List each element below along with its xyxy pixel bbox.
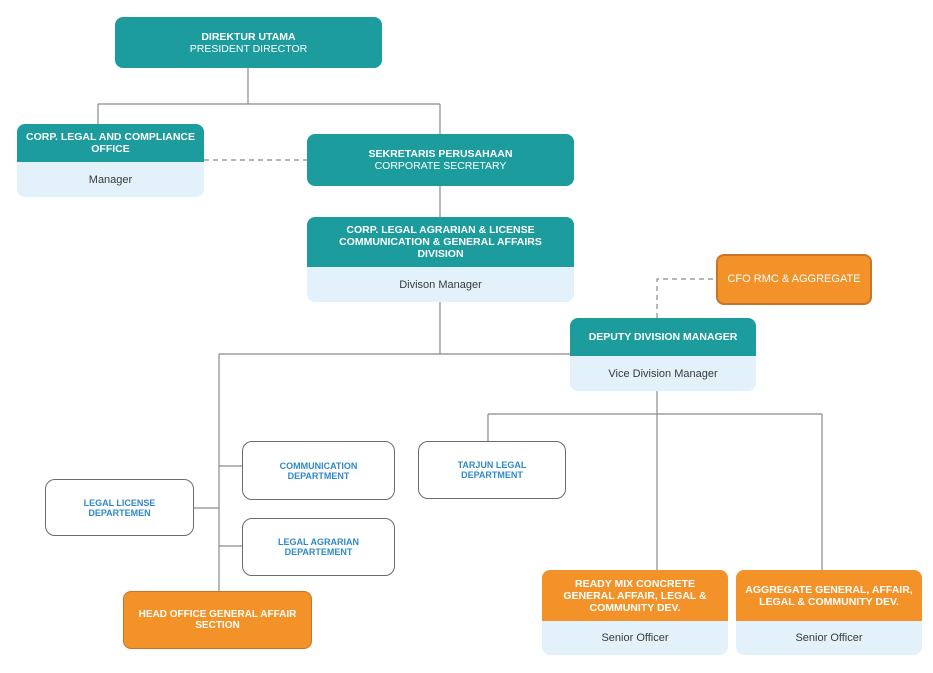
head-office-general-affair-box: HEAD OFFICE GENERAL AFFAIR SECTION [123, 591, 312, 649]
legal-license-title: LEGAL LICENSE DEPARTEMEN [83, 497, 156, 518]
ready-mix-role: Senior Officer [542, 621, 728, 655]
tarjun-title: TARJUN LEGAL DEPARTMENT [457, 460, 527, 480]
deputy-division-manager-box: DEPUTY DIVISION MANAGER Vice Division Ma… [570, 318, 756, 391]
corporate-secretary-box: SEKRETARIS PERUSAHAAN CORPORATE SECRETAR… [307, 134, 574, 186]
ready-mix-concrete-box: READY MIX CONCRETE GENERAL AFFAIR, LEGAL… [542, 570, 728, 655]
tarjun-legal-department-box: TARJUN LEGAL DEPARTMENT [418, 441, 566, 499]
division-title-line1: CORP. LEGAL AGRARIAN & LICENSE [346, 224, 535, 236]
legal-compliance-office-box: CORP. LEGAL AND COMPLIANCE OFFICE Manage… [17, 124, 204, 197]
legal-agrarian-department-box: LEGAL AGRARIAN DEPARTEMENT [242, 518, 395, 576]
corp-secretary-title-id: SEKRETARIS PERUSAHAAN [368, 148, 513, 160]
president-title-en: PRESIDENT DIRECTOR [189, 42, 308, 55]
division-role: Divison Manager [307, 267, 574, 302]
legal-license-department-box: LEGAL LICENSE DEPARTEMEN [45, 479, 194, 536]
division-title-line2: COMMUNICATION & GENERAL AFFAIRS DIVISION [339, 236, 542, 260]
head-office-title: HEAD OFFICE GENERAL AFFAIR SECTION [138, 609, 297, 631]
communication-title: COMMUNICATION DEPARTMENT [279, 460, 358, 481]
legal-agrarian-title: LEGAL AGRARIAN DEPARTEMENT [278, 537, 359, 557]
deputy-title: DEPUTY DIVISION MANAGER [588, 331, 738, 343]
corp-secretary-title-en: CORPORATE SECRETARY [374, 160, 507, 172]
cfo-title: CFO RMC & AGGREGATE [727, 273, 861, 285]
legal-compliance-header: CORP. LEGAL AND COMPLIANCE OFFICE [17, 124, 204, 162]
division-box: CORP. LEGAL AGRARIAN & LICENSE COMMUNICA… [307, 217, 574, 302]
president-director-box: DIREKTUR UTAMA PRESIDENT DIRECTOR [115, 17, 382, 68]
aggregate-general-affair-box: AGGREGATE GENERAL, AFFAIR, LEGAL & COMMU… [736, 570, 922, 655]
deputy-header: DEPUTY DIVISION MANAGER [570, 318, 756, 356]
cfo-rmc-aggregate-box: CFO RMC & AGGREGATE [716, 254, 872, 305]
legal-compliance-title: CORP. LEGAL AND COMPLIANCE OFFICE [26, 131, 195, 155]
aggregate-title: AGGREGATE GENERAL, AFFAIR, LEGAL & COMMU… [745, 583, 913, 608]
deputy-role: Vice Division Manager [570, 356, 756, 391]
ready-mix-title: READY MIX CONCRETE GENERAL AFFAIR, LEGAL… [563, 577, 707, 614]
aggregate-role: Senior Officer [736, 621, 922, 655]
ready-mix-header: READY MIX CONCRETE GENERAL AFFAIR, LEGAL… [542, 570, 728, 621]
division-header: CORP. LEGAL AGRARIAN & LICENSE COMMUNICA… [307, 217, 574, 267]
legal-compliance-role: Manager [17, 162, 204, 197]
president-title-id: DIREKTUR UTAMA [201, 30, 296, 43]
communication-department-box: COMMUNICATION DEPARTMENT [242, 441, 395, 500]
aggregate-header: AGGREGATE GENERAL, AFFAIR, LEGAL & COMMU… [736, 570, 922, 621]
